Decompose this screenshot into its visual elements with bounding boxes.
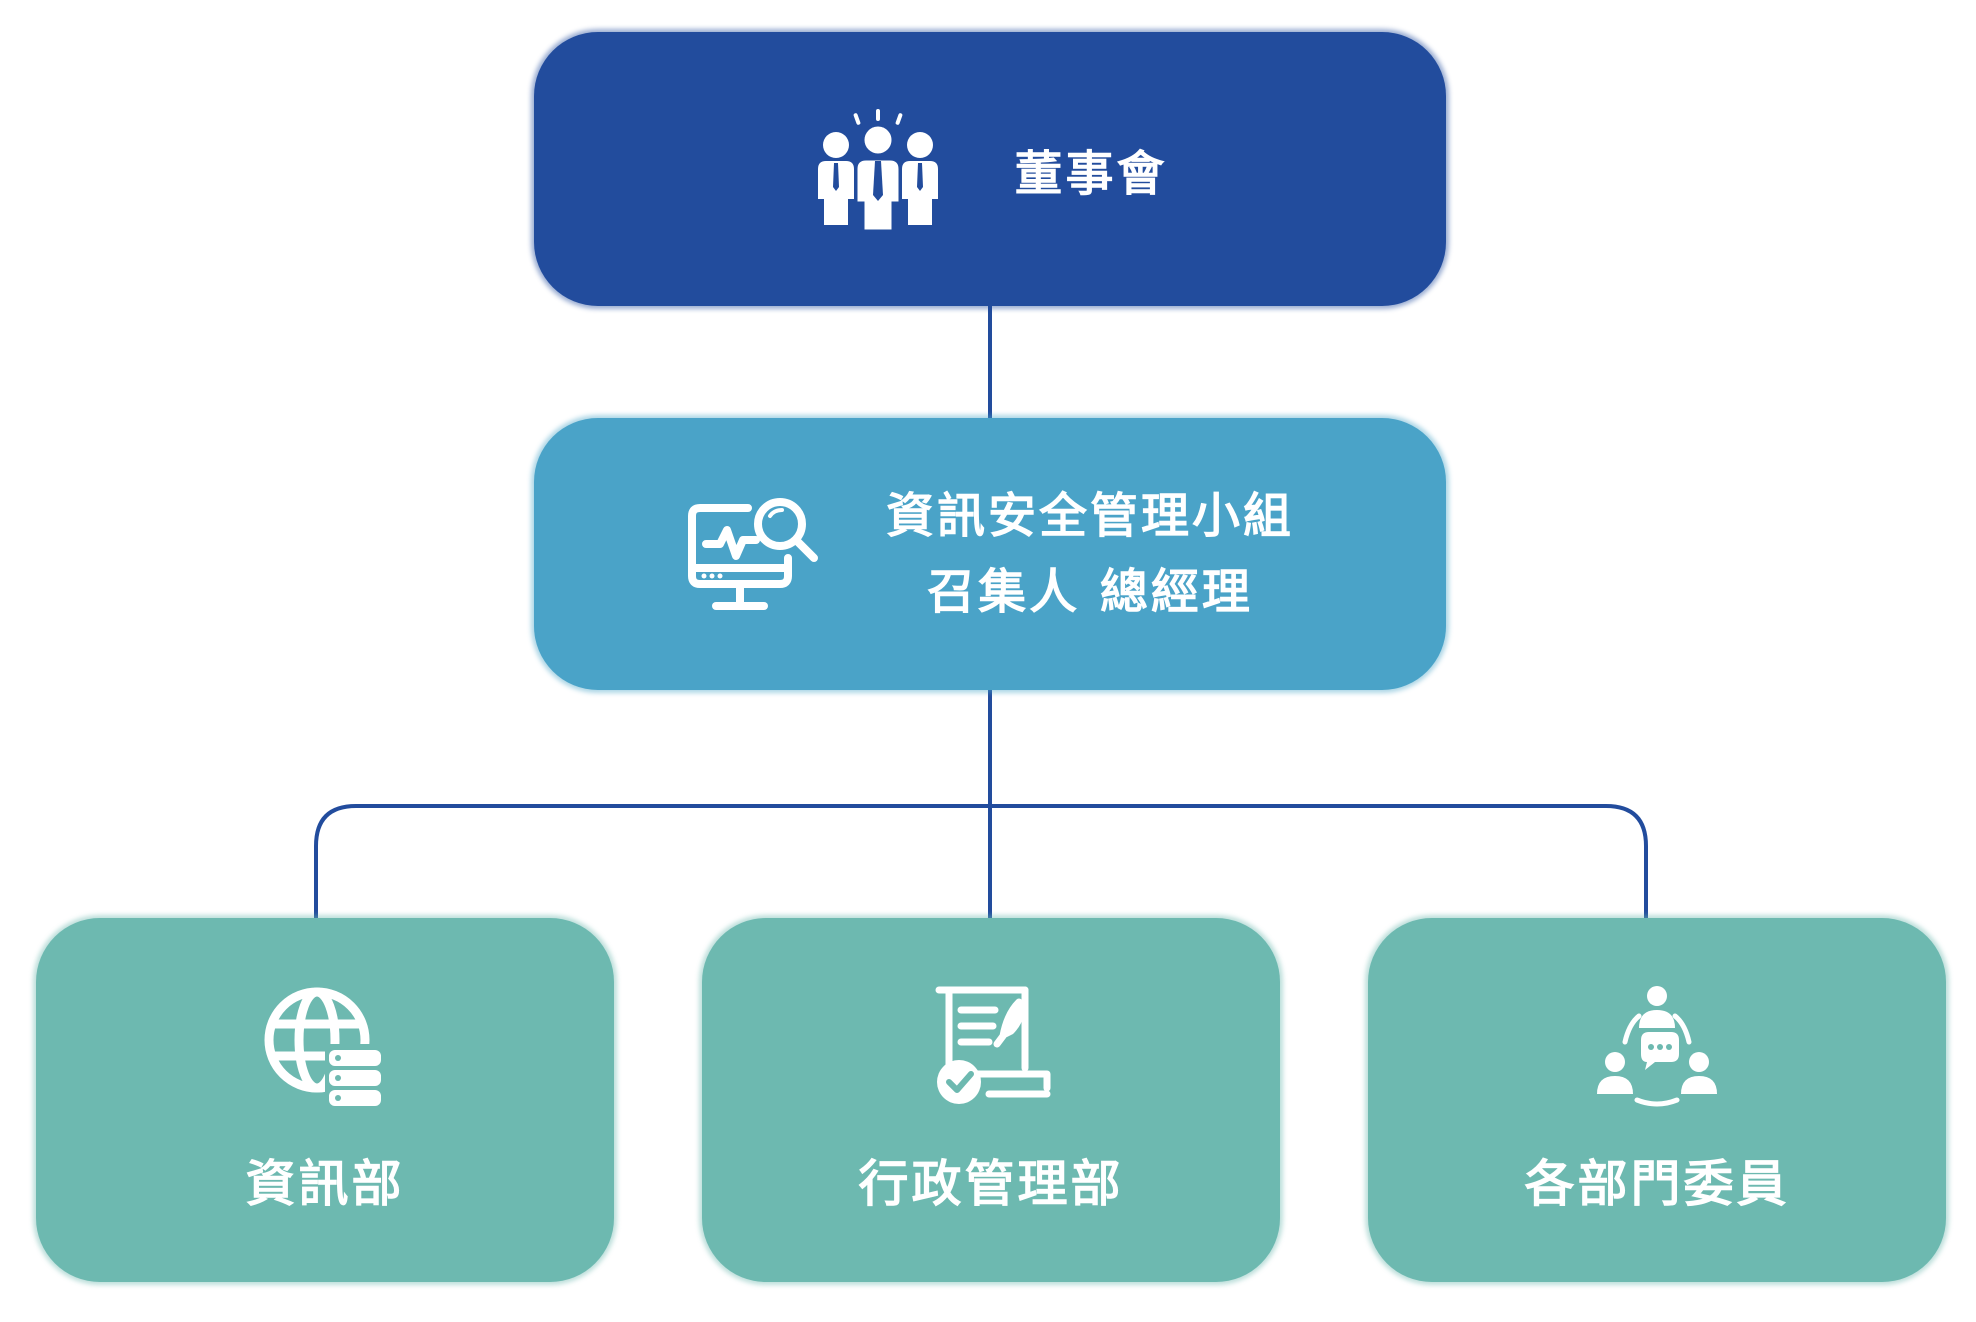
monitor-search-icon: [686, 492, 822, 616]
board-title: 董事會: [1014, 146, 1168, 202]
it-department-label: 資訊部: [245, 1155, 405, 1213]
department-committee-label: 各部門委員: [1524, 1155, 1790, 1213]
globe-database-icon: [263, 984, 387, 1108]
board-members-icon: [812, 107, 944, 231]
it-department-box: 資訊部: [36, 918, 614, 1282]
team-communication-icon: [1595, 984, 1719, 1108]
security-group-box: 資訊安全管理小組 召集人 總經理: [534, 418, 1446, 690]
security-group-convener: 召集人 總經理: [927, 564, 1253, 620]
security-group-title: 資訊安全管理小組: [885, 488, 1294, 544]
document-approval-icon: [929, 984, 1053, 1108]
admin-department-label: 行政管理部: [858, 1155, 1124, 1213]
admin-department-box: 行政管理部: [702, 918, 1280, 1282]
board-box: 董事會: [534, 32, 1446, 306]
department-committee-box: 各部門委員: [1368, 918, 1946, 1282]
connector-branch-right: [988, 804, 1648, 920]
connector-branch-left: [314, 804, 992, 920]
